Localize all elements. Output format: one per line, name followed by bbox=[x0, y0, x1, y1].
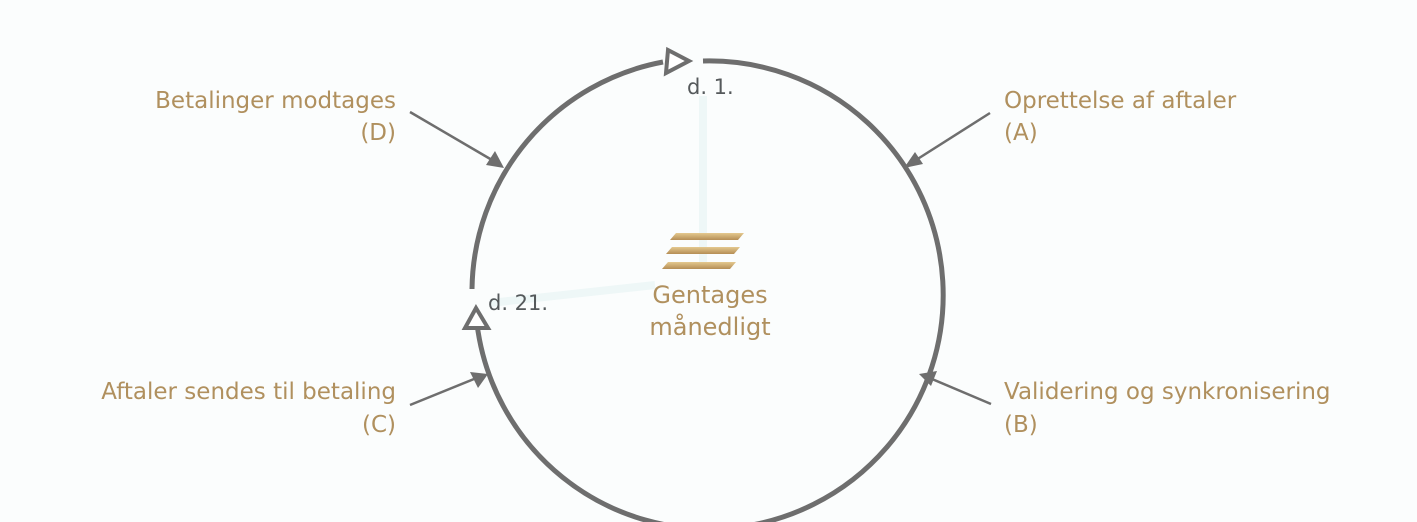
step-c-pointer bbox=[409, 377, 475, 407]
center-label-line1: Gentages bbox=[652, 281, 767, 309]
cycle-ring-upper-arc bbox=[469, 59, 664, 290]
step-d-title: Betalinger modtages bbox=[155, 88, 396, 114]
step-a-pointer bbox=[915, 111, 991, 162]
step-a-arrowhead-icon bbox=[904, 152, 923, 168]
step-c-arrowhead-icon bbox=[470, 372, 488, 388]
bs-logo-icon bbox=[662, 233, 744, 269]
step-d-pointer bbox=[409, 110, 493, 162]
clock-hand-horizontal bbox=[489, 281, 656, 307]
step-b-pointer bbox=[931, 377, 992, 406]
step-b-arrowhead-icon bbox=[919, 371, 937, 386]
day-label-mid: d. 21. bbox=[488, 291, 548, 315]
step-b-title: Validering og synkronisering bbox=[1004, 379, 1331, 405]
cycle-arrowhead-top-icon bbox=[663, 46, 694, 77]
step-a-title: Oprettelse af aftaler bbox=[1004, 88, 1237, 114]
cycle-ring bbox=[474, 58, 946, 522]
step-a-code: (A) bbox=[1004, 120, 1038, 146]
step-d-arrowhead-icon bbox=[486, 151, 504, 168]
center-label-line2: månedligt bbox=[649, 312, 770, 341]
step-d-code: (D) bbox=[360, 120, 396, 146]
day-label-start: d. 1. bbox=[687, 75, 734, 99]
step-c-code: (C) bbox=[362, 412, 396, 438]
cycle-arrowhead-left-icon bbox=[461, 303, 492, 330]
step-c-title: Aftaler sendes til betaling bbox=[101, 379, 396, 405]
step-b-code: (B) bbox=[1004, 412, 1038, 438]
